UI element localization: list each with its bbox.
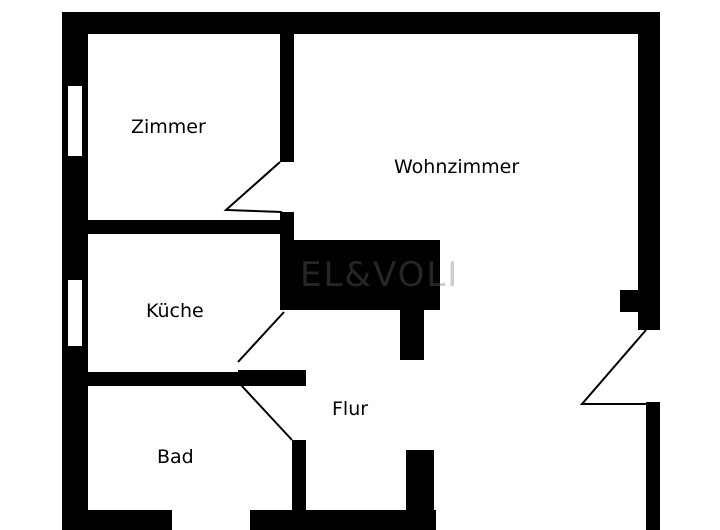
watermark: EL&VOLI [300,255,460,295]
wall-flur-bottom-stub [406,450,434,530]
door-bad [239,383,293,441]
window-kueche [68,280,82,346]
outer-wall-right-lower [646,402,660,530]
door-kueche [237,311,285,363]
wall-kueche-bad-end [238,370,306,386]
room-label-wohnzimmer: Wohnzimmer [394,156,520,178]
wall-bad-flur [292,440,306,530]
wall-counter-stub [400,300,424,360]
room-label-zimmer: Zimmer [131,116,206,138]
window-zimmer [68,86,82,156]
wall-zimmer-wohnzimmer [280,34,294,162]
room-label-bad: Bad [157,446,194,468]
outer-wall-right-upper [638,12,660,330]
outer-wall-bottom-left [62,510,172,530]
door-wohnzimmer-right [579,329,647,405]
room-label-kueche: Küche [146,300,204,322]
wall-kitchen-counter [280,240,440,310]
wall-right-stub [620,290,660,312]
wall-kueche-bad [88,372,238,386]
outer-wall-top [62,12,660,34]
wall-zimmer-kueche [88,220,294,234]
room-label-flur: Flur [332,398,369,420]
door-zimmer [223,161,283,213]
